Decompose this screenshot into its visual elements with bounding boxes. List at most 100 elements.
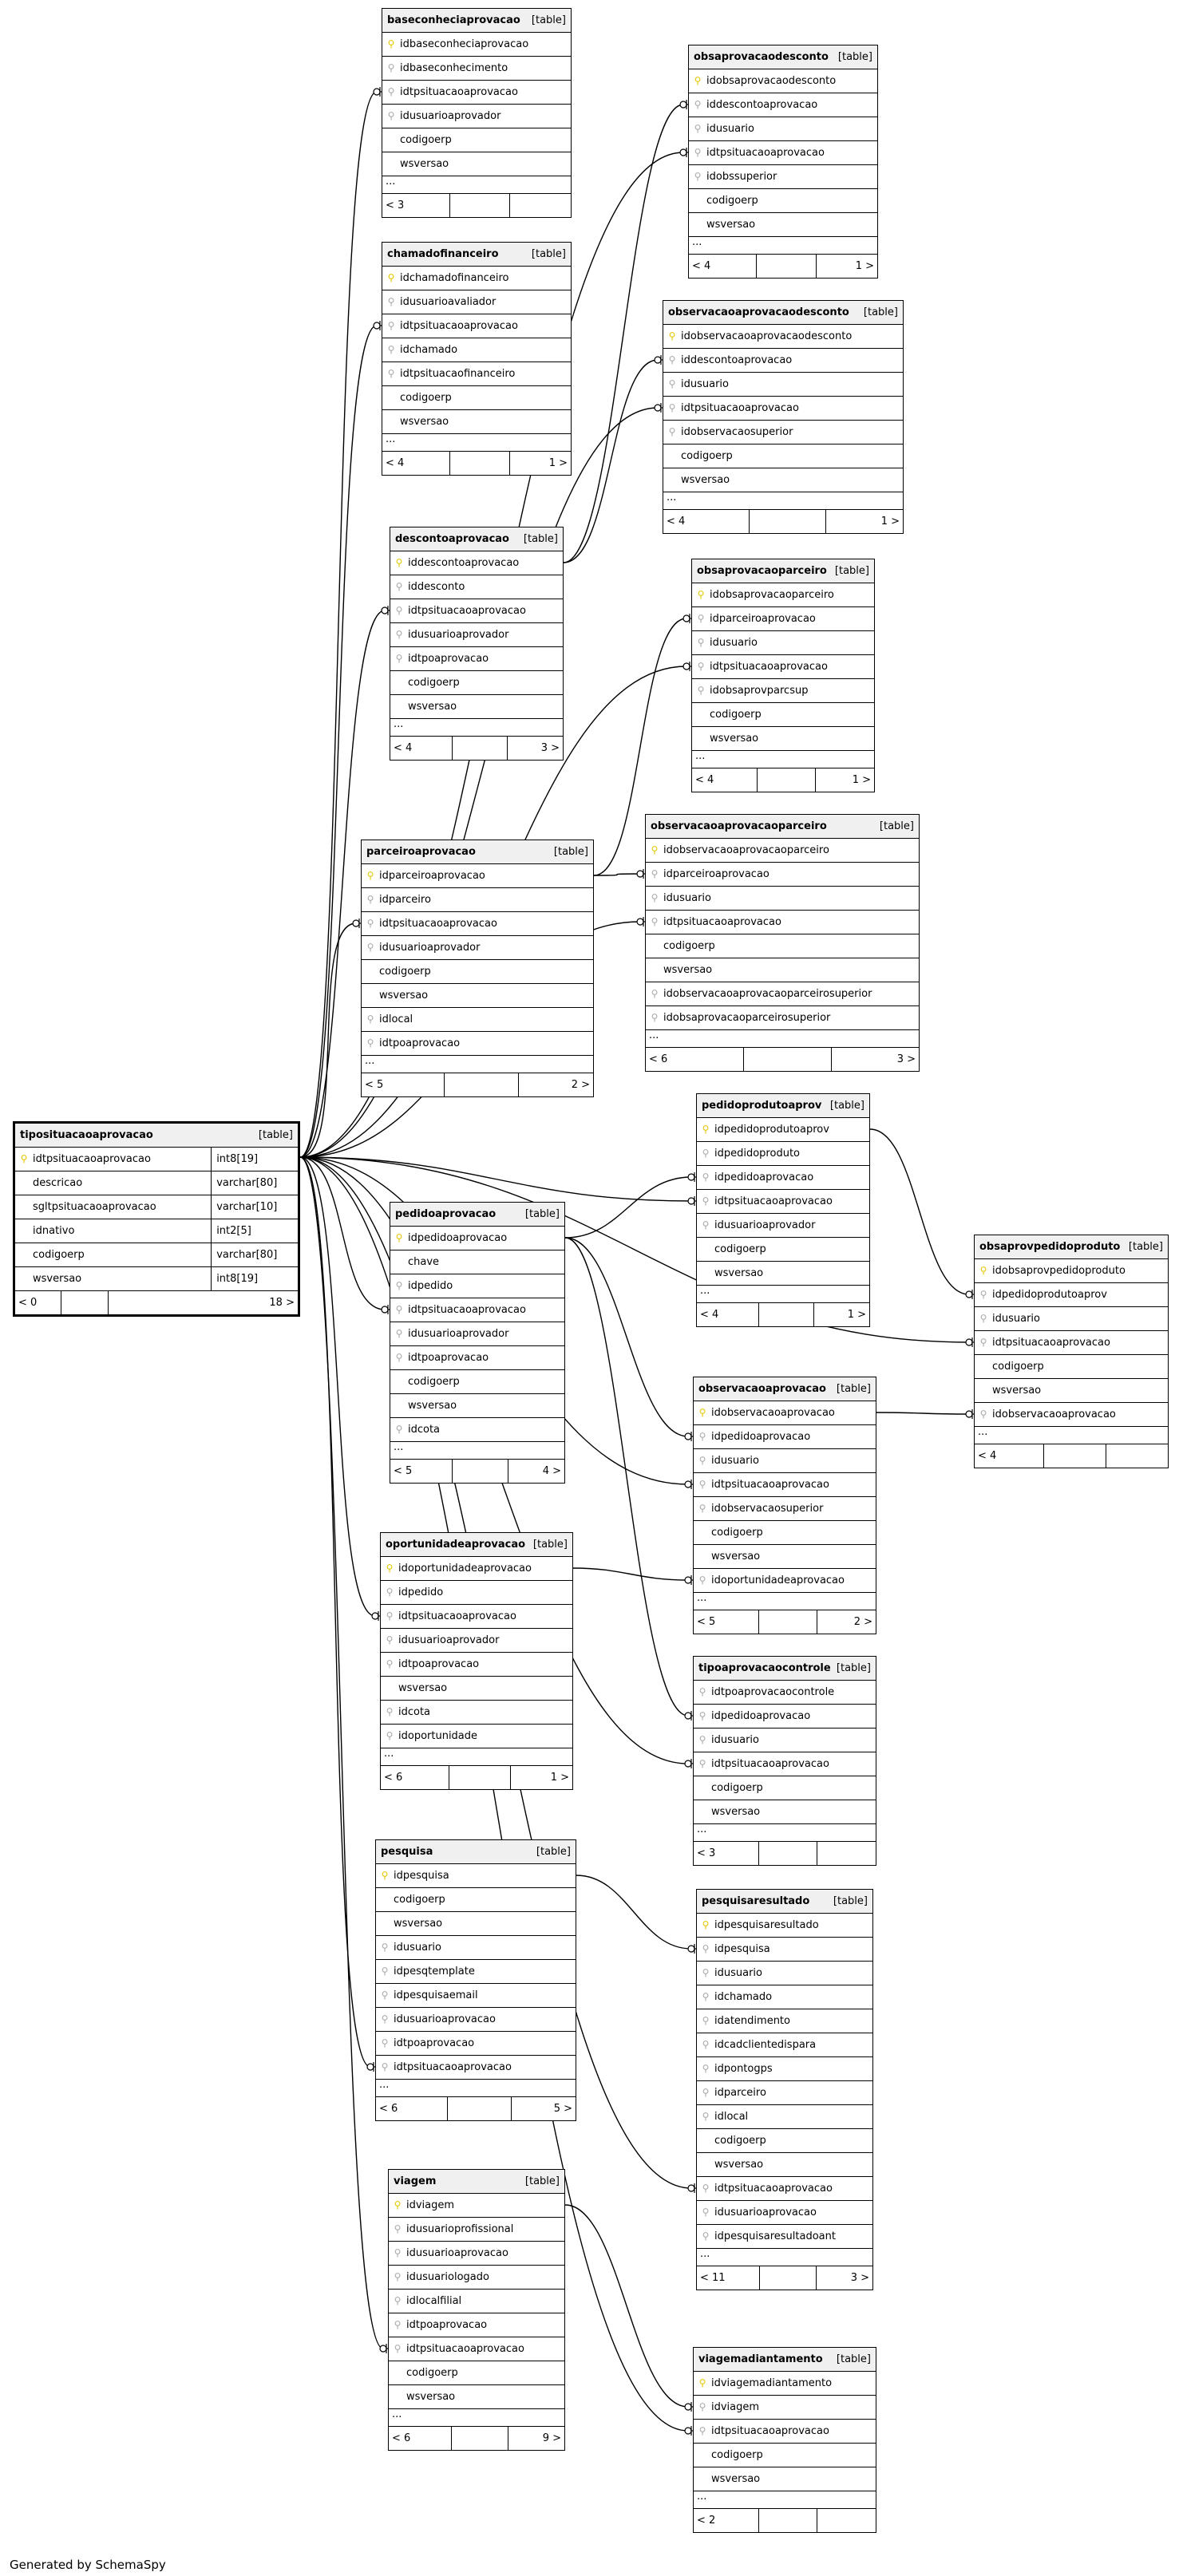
column-row[interactable]: wsversao [975,1379,1168,1403]
column-name[interactable]: idparceiro [714,2087,766,2099]
column-name[interactable]: idtpoaprovacao [394,2037,475,2049]
child-count[interactable]: 1 > [847,1309,866,1321]
column-row[interactable]: codigoerp [390,671,563,695]
table-tipoaprovacaocontrole[interactable]: tipoaprovacaocontrole[table]⚲idtpoaprova… [693,1656,876,1866]
column-row[interactable]: ⚲idtpoaprovacao [389,2313,564,2337]
column-name[interactable]: idtpsituacaoaprovacao [379,918,497,930]
column-name[interactable]: idusuario [681,378,729,390]
parent-count[interactable]: < 6 [381,1766,450,1789]
column-row[interactable]: ⚲idtpsituacaoaprovacao [975,1331,1168,1355]
table-name[interactable]: pedidoprodutoaprov [702,1100,822,1112]
column-row[interactable]: codigoerp [362,960,593,984]
column-count-spacer[interactable] [758,768,817,792]
column-row[interactable]: codigoerp [697,2129,872,2153]
table-tiposituacaoaprovacao[interactable]: tiposituacaoaprovacao[table]⚲idtpsituaca… [13,1121,300,1317]
column-row[interactable]: ⚲idusuario [692,631,874,655]
child-count[interactable]: 18 > [269,1297,295,1309]
table-name[interactable]: descontoaprovacao [395,533,509,545]
table-name[interactable]: observacaoaprovacaodesconto [668,306,849,318]
column-name[interactable]: codigoerp [33,1249,85,1261]
column-name[interactable]: idusuario [714,1967,762,1979]
column-row[interactable]: ⚲idparceiro [697,2081,872,2105]
child-count[interactable]: 1 > [852,774,871,786]
table-name[interactable]: obsaprovacaodesconto [694,51,829,63]
column-row[interactable]: wsversao [646,958,919,982]
table-oportunidadeaprovacao[interactable]: oportunidadeaprovacao[table]⚲idoportunid… [380,1532,573,1790]
column-row[interactable]: ⚲idpedidoaprovacao [697,1166,869,1190]
column-row[interactable]: ⚲idobssuperior [689,165,877,189]
column-row[interactable]: ⚲idusuarioaprovacao [697,2201,872,2225]
table-pedidoprodutoaprov[interactable]: pedidoprodutoaprov[table]⚲idpedidoprodut… [696,1093,870,1327]
table-name[interactable]: pesquisa [381,1846,433,1858]
parent-count[interactable]: < 6 [646,1048,745,1071]
column-name[interactable]: idusuario [663,892,711,904]
column-count-spacer[interactable] [61,1291,109,1314]
column-row[interactable]: codigoerp [376,1888,576,1912]
column-name[interactable]: idtpsituacaoaprovacao [400,86,518,98]
column-name[interactable]: idtpoaprovacao [379,1037,461,1049]
column-row[interactable]: ⚲idtpsituacaoaprovacao [694,1752,876,1776]
column-row[interactable]: wsversao [697,1262,869,1286]
column-name[interactable]: idobservacaoaprovacaoparceiro [663,844,829,856]
column-name[interactable]: wsversao [408,701,457,713]
column-name[interactable]: wsversao [663,964,713,976]
column-name[interactable]: idusuarioaprovador [714,1219,816,1231]
column-row[interactable]: ⚲idpesquisa [376,1864,576,1888]
column-name[interactable]: wsversao [711,1806,761,1818]
column-name[interactable]: idusuarioaprovador [379,942,481,954]
parent-count[interactable]: < 3 [694,1842,760,1865]
child-count[interactable]: 5 > [553,2103,572,2115]
child-count[interactable]: 1 > [880,516,900,527]
column-name[interactable]: wsversao [379,990,429,1002]
column-row[interactable]: ⚲idchamado [697,1985,872,2009]
column-name[interactable]: idusuario [992,1313,1040,1325]
column-count-spacer[interactable] [450,194,511,217]
column-name[interactable]: wsversao [681,474,730,486]
column-row[interactable]: ⚲idtpoaprovacao [390,647,563,671]
column-name[interactable]: idtpsituacaoaprovacao [711,1479,829,1491]
column-name[interactable]: idobssuperior [706,171,777,183]
table-observacaoaprovacaoparceiro[interactable]: observacaoaprovacaoparceiro[table]⚲idobs… [645,814,920,1072]
column-name[interactable]: idobservacaosuperior [681,426,793,438]
column-count-spacer[interactable] [450,452,511,475]
table-name[interactable]: viagemadiantamento [698,2353,823,2365]
column-row[interactable]: wsversao [692,727,874,751]
column-row[interactable]: ⚲idpedido [381,1581,572,1605]
column-name[interactable]: idtpsituacaoaprovacao [408,605,526,617]
column-name[interactable]: idtpoaprovacao [408,1352,489,1364]
table-name[interactable]: observacaoaprovacao [698,1383,826,1395]
column-row[interactable]: ⚲idobsaprovacaodesconto [689,69,877,93]
column-row[interactable]: ⚲idtpsituacaoaprovacao [376,2056,576,2080]
column-row[interactable]: ⚲idpedidoaprovacao [694,1705,876,1729]
column-row[interactable]: wsversao [694,1545,876,1569]
parent-count[interactable]: < 4 [697,1303,759,1326]
child-count[interactable] [817,1842,876,1865]
column-name[interactable]: wsversao [714,2159,764,2171]
column-name[interactable]: idpedido [398,1586,444,1598]
column-row[interactable]: ⚲idpedidoprodutoaprov [975,1283,1168,1307]
column-row[interactable]: wsversao [382,152,571,176]
child-count[interactable]: 3 > [896,1053,916,1065]
column-row[interactable]: ⚲idusuarioavaliador [382,290,571,314]
column-row[interactable]: ⚲idusuariologado [389,2266,564,2290]
column-row[interactable]: ⚲idtpsituacaoaprovacao [389,2337,564,2361]
child-count[interactable] [817,2509,876,2532]
column-row[interactable]: chave [390,1250,564,1274]
column-name[interactable]: idpesqtemplate [394,1966,475,1977]
column-name[interactable]: idusuarioaprovacao [406,2247,508,2259]
table-name[interactable]: parceiroaprovacao [366,846,476,858]
column-row[interactable]: ⚲idcota [390,1418,564,1442]
column-row[interactable]: codigoerp [694,2444,876,2467]
column-row[interactable]: ⚲idusuario [975,1307,1168,1331]
parent-count[interactable]: < 2 [694,2509,760,2532]
column-count-spacer[interactable] [448,2097,512,2120]
column-row[interactable]: ⚲idusuarioaprovacao [389,2242,564,2266]
table-name[interactable]: baseconheciaprovacao [387,14,520,26]
column-row[interactable]: wsversao [362,984,593,1008]
column-name[interactable]: idtpsituacaoaprovacao [710,661,828,673]
column-row[interactable]: codigoerp [697,1238,869,1262]
column-row[interactable]: codigoerp [382,128,571,152]
column-row[interactable]: ⚲idpesquisaemail [376,1984,576,2008]
table-name[interactable]: tipoaprovacaocontrole [698,1662,831,1674]
